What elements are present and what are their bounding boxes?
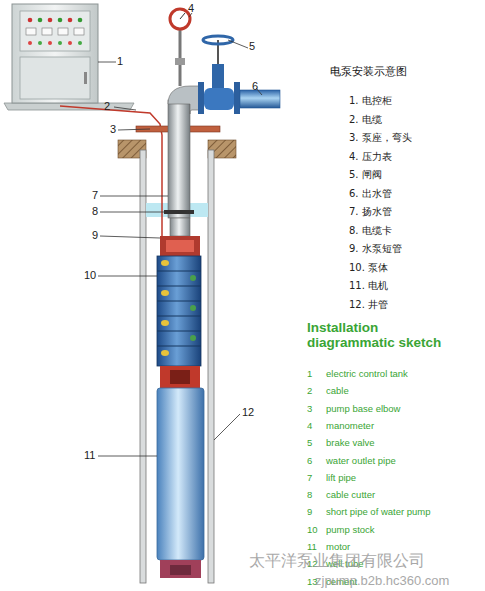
callout-number: 12 bbox=[242, 406, 254, 418]
legend-number: 1 bbox=[307, 368, 312, 379]
part-name-cn: 7. 扬水管 bbox=[349, 205, 392, 219]
sketch-heading: Installation diagrammatic sketch bbox=[307, 320, 467, 350]
callout-number: 7 bbox=[92, 189, 98, 201]
part-name-en: motor bbox=[326, 541, 350, 552]
part-name-cn: 10. 泵体 bbox=[349, 261, 388, 275]
legend-number: 4 bbox=[307, 420, 312, 431]
part-name-cn: 2. 电缆 bbox=[349, 113, 382, 127]
callout-number: 6 bbox=[252, 80, 258, 92]
part-name-en: cable bbox=[326, 385, 349, 396]
legend-number: 8 bbox=[307, 489, 312, 500]
part-name-en: lift pipe bbox=[326, 472, 356, 483]
callout-number: 10 bbox=[84, 269, 96, 281]
callout-number: 1 bbox=[117, 55, 123, 67]
callout-number: 5 bbox=[249, 40, 255, 52]
diagram-title: 电泵安装示意图 bbox=[330, 64, 407, 79]
callout-number: 2 bbox=[104, 100, 110, 112]
legend-number: 11 bbox=[307, 541, 317, 552]
part-name-cn: 3. 泵座，弯头 bbox=[349, 131, 412, 145]
callout-number: 4 bbox=[188, 2, 194, 14]
part-name-en: brake valve bbox=[326, 437, 375, 448]
part-name-en: manometer bbox=[326, 420, 374, 431]
part-name-cn: 6. 出水管 bbox=[349, 187, 392, 201]
watermark: 太平洋泵业集团有限公司 bbox=[249, 551, 425, 572]
part-name-en: pump stock bbox=[326, 524, 375, 535]
part-name-en: electric control tank bbox=[326, 368, 408, 379]
watermark: zjpump.b2b.hc360.com bbox=[315, 573, 449, 588]
part-name-cn: 4. 压力表 bbox=[349, 150, 392, 164]
callout-number: 3 bbox=[110, 123, 116, 135]
part-name-cn: 12. 井管 bbox=[349, 298, 388, 312]
part-name-en: short pipe of water pump bbox=[326, 506, 431, 517]
legend-number: 10 bbox=[307, 524, 318, 535]
part-name-en: cable cutter bbox=[326, 489, 375, 500]
part-name-cn: 9. 水泵短管 bbox=[349, 242, 402, 256]
legend-number: 9 bbox=[307, 506, 312, 517]
callout-number: 11 bbox=[84, 449, 95, 461]
callout-number: 9 bbox=[92, 229, 98, 241]
part-name-en: water outlet pipe bbox=[326, 455, 396, 466]
legend-number: 5 bbox=[307, 437, 312, 448]
legend-number: 6 bbox=[307, 455, 312, 466]
legend-number: 7 bbox=[307, 472, 312, 483]
legend-number: 2 bbox=[307, 385, 312, 396]
part-name-cn: 1. 电控柜 bbox=[349, 94, 392, 108]
part-name-cn: 5. 闸阀 bbox=[349, 168, 382, 182]
part-name-en: pump base elbow bbox=[326, 403, 400, 414]
legend-number: 3 bbox=[307, 403, 312, 414]
callout-number: 8 bbox=[92, 205, 98, 217]
part-name-cn: 11. 电机 bbox=[349, 279, 388, 293]
part-name-cn: 8. 电缆卡 bbox=[349, 224, 392, 238]
